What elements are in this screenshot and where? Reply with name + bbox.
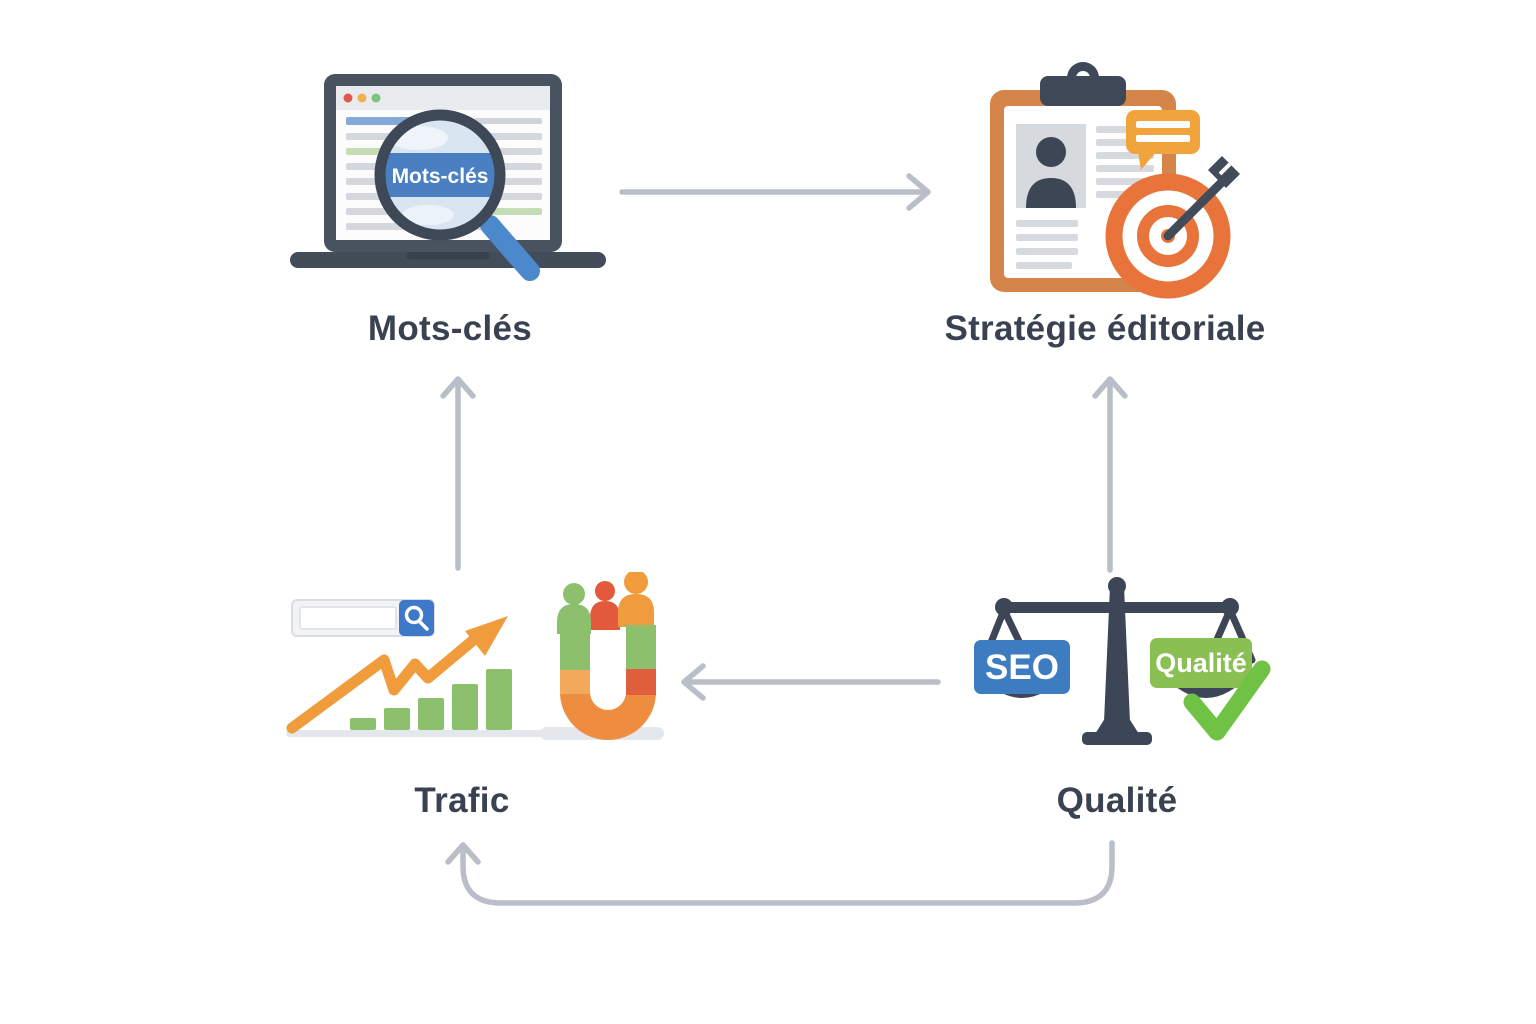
- magnifier-icon: Mots-clés: [374, 109, 540, 281]
- label-strategie-editoriale: Stratégie éditoriale: [944, 309, 1266, 348]
- label-trafic: Trafic: [414, 781, 510, 820]
- magnet-icon: [560, 625, 656, 740]
- laptop-magnifier-icon: Mots-clés: [278, 60, 618, 290]
- magnifier-label: Mots-clés: [392, 165, 489, 188]
- speech-bubble-icon: [1126, 110, 1200, 170]
- check-icon: [1183, 660, 1271, 741]
- growth-arrow-icon: [286, 616, 508, 734]
- person-icon: [1026, 137, 1076, 208]
- bar-chart-icon: [350, 669, 512, 730]
- search-icon: [404, 605, 429, 631]
- label-mots-cles: Mots-clés: [367, 309, 533, 348]
- label-qualite: Qualité: [1056, 781, 1178, 820]
- balance-scale-icon: SEO Qualité: [962, 572, 1272, 772]
- clipboard-target-icon: [968, 48, 1258, 308]
- arrow-right-icon: [619, 173, 931, 211]
- arrow-up-left-icon: [440, 376, 476, 571]
- seo-badge: SEO: [974, 640, 1070, 694]
- svg-text:SEO: SEO: [985, 648, 1059, 687]
- search-bar-icon: [291, 599, 435, 637]
- target-icon: [1105, 156, 1240, 299]
- qualite-badge: Qualité: [1150, 638, 1252, 688]
- arrow-left-icon: [681, 663, 941, 701]
- growth-magnet-icon: [272, 572, 667, 752]
- svg-text:Qualité: Qualité: [1155, 648, 1247, 678]
- arrow-curved-bottom-icon: [445, 840, 1115, 906]
- arrow-up-right-icon: [1092, 376, 1128, 573]
- users-icon: [557, 572, 654, 634]
